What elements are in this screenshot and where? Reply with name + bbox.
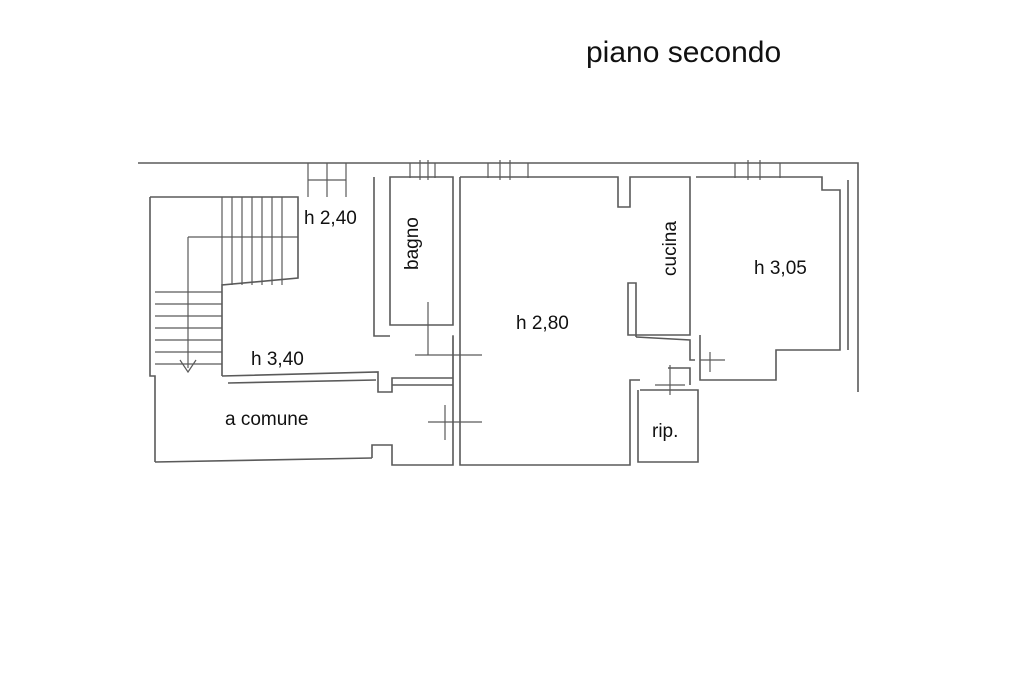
label-stair-height: h 2,40 [304, 208, 357, 229]
windows [307, 160, 781, 197]
exterior-walls [138, 162, 859, 463]
staircase [150, 196, 299, 376]
door-swings [415, 302, 725, 440]
label-bathroom: bagno [402, 217, 423, 270]
label-kitchen: cucina [660, 221, 681, 276]
label-storage: rip. [652, 421, 678, 442]
plan-title: piano secondo [586, 36, 781, 69]
label-right-height: h 3,05 [754, 258, 807, 279]
label-landing-height: h 3,40 [251, 349, 304, 370]
interior-walls [221, 176, 841, 466]
room-labels: h 2,40 bagno h 3,40 a comune h 2,80 cuci… [225, 208, 807, 442]
label-common: a comune [225, 409, 308, 430]
label-main-height: h 2,80 [516, 313, 569, 334]
